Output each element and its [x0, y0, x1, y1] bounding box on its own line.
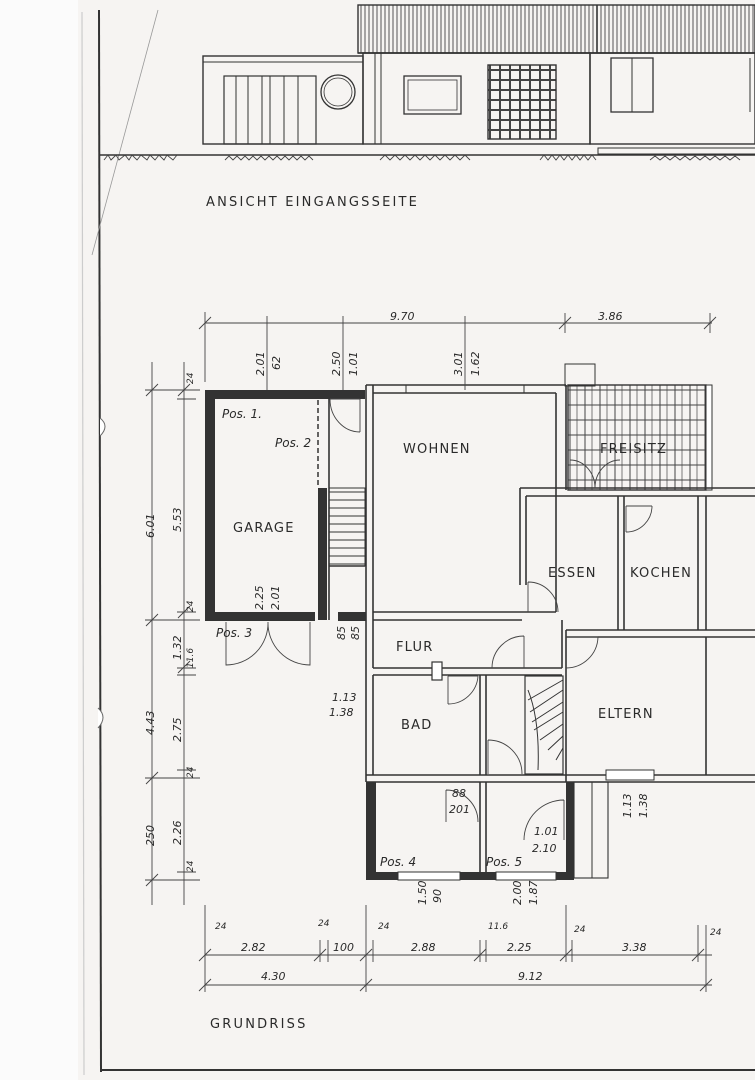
dimension-443: 4.43: [144, 711, 157, 736]
roof: [357, 4, 755, 54]
dimension-garage-door-width: 2.25: [253, 586, 266, 611]
dimension-flur-a: 85: [335, 626, 348, 640]
dimension-bottom-24-d: 24: [574, 925, 586, 935]
dimension-275: 2.75: [171, 718, 184, 743]
dimension-living-window-height: 1.62: [469, 352, 482, 377]
dimension-24-b: 24: [186, 600, 196, 612]
dimension-window4-width: 1.50: [416, 881, 429, 906]
dimension-eltern-window-width: 1.13: [621, 794, 634, 819]
wing-facade: [589, 52, 755, 145]
room-label-bad: BAD: [401, 718, 432, 733]
position-label-2: Pos. 2: [275, 436, 311, 450]
dimension-pos4-width: 88: [452, 787, 466, 800]
dimension-bad-height: 1.38: [329, 706, 354, 719]
dimension-bottom-116: 11.6: [488, 922, 508, 932]
punch-hole-bottom: [97, 707, 104, 729]
dimension-bottom-24-c: 24: [378, 922, 390, 932]
dimension-lines: [145, 312, 717, 992]
pencil-stroke: [91, 9, 159, 256]
interior-staircase: [524, 675, 564, 775]
room-label-freisitz: FREISITZ: [600, 442, 667, 457]
position-label-1: Pos. 1.: [222, 407, 262, 421]
dimension-wing-width: 3.86: [598, 310, 623, 323]
garage-wall-left: [205, 390, 215, 620]
dimension-entry-width: 2.50: [330, 352, 343, 377]
dimension-total-width: 9.70: [390, 310, 415, 323]
dimension-bottom-282: 2.82: [241, 941, 266, 954]
fold-crease: [81, 11, 85, 1076]
elevation-title: ANSICHT EINGANGSSEITE: [206, 195, 419, 210]
room-label-wohnen: WOHNEN: [403, 442, 471, 457]
position-label-4: Pos. 4: [380, 855, 416, 869]
punch-hole-top: [99, 417, 106, 437]
dimension-553: 5.53: [171, 508, 184, 533]
sheet-border-left: [98, 9, 102, 1073]
dimension-24-c: 24: [186, 766, 196, 778]
position-label-3: Pos. 3: [216, 626, 252, 640]
dimension-bad-width: 1.13: [332, 691, 357, 704]
dimension-bottom-288: 2.88: [411, 941, 436, 954]
position-label-5: Pos. 5: [486, 855, 522, 869]
dimension-bottom-225: 2.25: [507, 941, 532, 954]
dimension-24-d: 24: [186, 860, 196, 872]
dimension-window5-width: 2.00: [511, 881, 524, 906]
dimension-window5-height: 1.87: [527, 881, 540, 906]
elevation-view: [100, 4, 755, 161]
dimension-living-window-width: 3.01: [452, 352, 465, 377]
page-margin: [0, 0, 78, 1080]
dimension-entry-height: 1.01: [347, 352, 360, 377]
dimension-bottom-338: 3.38: [622, 941, 647, 954]
room-label-flur: FLUR: [396, 640, 433, 655]
dimension-window4-height: 90: [431, 889, 444, 903]
dimension-eltern-window-height: 1.38: [637, 794, 650, 819]
dimension-bottom-24-a: 24: [215, 922, 227, 932]
dimension-garage-window-width: 2.01: [254, 352, 267, 377]
plan-title: GRUNDRISS: [210, 1017, 308, 1032]
door-swings: [225, 398, 653, 841]
dimension-bottom-24-e: 24: [710, 928, 722, 938]
garage-wall-right: [318, 488, 327, 620]
annex-wall-left: [366, 782, 376, 880]
ground-texture: [103, 154, 741, 161]
freisitz-paving: [567, 384, 707, 491]
dimension-226: 2.26: [171, 821, 184, 846]
room-label-garage: GARAGE: [233, 521, 295, 536]
dimension-132: 1.32: [171, 636, 184, 661]
floor-plan: [205, 363, 755, 881]
dimension-flur-b: 85: [349, 626, 362, 640]
glass-block-panel: [487, 64, 557, 140]
room-label-essen: ESSEN: [548, 566, 597, 581]
dimension-garage-window-height: 62: [270, 356, 283, 370]
room-label-kochen: KOCHEN: [630, 566, 692, 581]
dimension-pos5-height: 2.10: [532, 842, 557, 855]
entrance-steps: [328, 487, 366, 567]
dimension-garage-door-height: 2.01: [269, 586, 282, 611]
dimension-bottom-100: 100: [333, 941, 354, 954]
room-label-eltern: ELTERN: [598, 707, 654, 722]
dimension-24-a: 24: [186, 372, 196, 384]
dimension-601: 6.01: [144, 514, 157, 539]
dimension-pos5-width: 1.01: [534, 825, 559, 838]
dimension-bottom-430: 4.30: [261, 970, 286, 983]
dimension-bottom-24-b: 24: [318, 919, 330, 929]
dimension-pos4-height: 201: [449, 803, 470, 816]
round-window: [320, 74, 356, 110]
entrance-window: [403, 75, 462, 115]
dimension-116: 11.6: [186, 648, 196, 668]
dimension-250: 250: [144, 825, 157, 846]
dimension-bottom-912: 9.12: [518, 970, 543, 983]
